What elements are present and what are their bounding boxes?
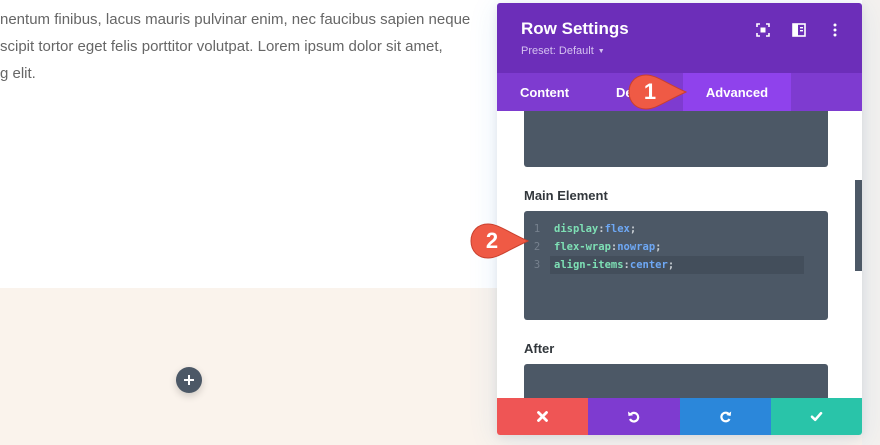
body-text-line: g elit.	[0, 65, 36, 82]
add-row-button[interactable]	[176, 367, 202, 393]
row-settings-modal: Row Settings Preset: Default ▼	[497, 3, 862, 435]
callout-badge-1: 1	[628, 74, 690, 110]
split-view-icon	[792, 23, 806, 37]
save-button[interactable]	[770, 398, 862, 435]
code-text: display:flex;	[554, 223, 637, 235]
fullscreen-icon	[756, 23, 770, 37]
body-paragraph: nentum finibus, lacus mauris pulvinar en…	[0, 6, 500, 87]
code-line: 2 flex-wrap:nowrap;	[524, 238, 828, 256]
code-line: 1 display:flex;	[524, 220, 828, 238]
tab-design[interactable]: De	[616, 84, 633, 100]
modal-title: Row Settings	[521, 19, 629, 38]
section-label-main-element: Main Element	[524, 188, 608, 203]
more-options-button[interactable]	[826, 21, 844, 39]
code-text: align-items:center;	[554, 259, 675, 271]
modal-header[interactable]: Row Settings Preset: Default ▼	[497, 3, 862, 73]
line-number: 3	[533, 259, 541, 271]
fullscreen-button[interactable]	[754, 21, 772, 39]
modal-scrollbar[interactable]	[855, 180, 862, 271]
page-edge	[862, 0, 880, 445]
code-text: flex-wrap:nowrap;	[554, 241, 662, 253]
header-toolbar	[754, 21, 844, 39]
callout-number: 2	[485, 228, 499, 253]
split-view-button[interactable]	[790, 21, 808, 39]
callout-pointer-icon	[470, 223, 530, 259]
undo-icon	[628, 411, 640, 423]
tab-content[interactable]: Content	[519, 84, 570, 100]
css-editor-after[interactable]	[524, 364, 828, 401]
settings-tabs: Content De Advanced	[497, 73, 862, 111]
code-line-active: 3 align-items:center;	[524, 256, 828, 274]
preset-label: Preset: Default	[521, 45, 594, 57]
css-editor-main-element[interactable]: 1 display:flex; 2 flex-wrap:nowrap; 3 al…	[524, 211, 828, 320]
callout-badge-2: 2	[470, 223, 532, 259]
modal-body: Main Element 1 display:flex; 2 flex-wrap…	[497, 111, 862, 401]
checkmark-icon	[810, 411, 823, 422]
css-editor-before[interactable]	[524, 111, 828, 167]
line-number: 2	[533, 241, 541, 253]
redo-button[interactable]	[679, 398, 771, 435]
body-text-line: nentum finibus, lacus mauris pulvinar en…	[0, 11, 471, 28]
caret-down-icon: ▼	[597, 47, 605, 55]
tab-advanced[interactable]: Advanced	[683, 73, 791, 111]
undo-button[interactable]	[588, 398, 680, 435]
section-label-after: After	[524, 341, 555, 356]
preset-dropdown[interactable]: Preset: Default ▼	[521, 45, 605, 57]
plus-icon	[184, 375, 194, 385]
callout-pointer-icon	[628, 74, 688, 110]
body-text-line: scipit tortor eget felis porttitor volut…	[0, 38, 443, 55]
callout-number: 1	[643, 79, 657, 104]
discard-button[interactable]	[497, 398, 589, 435]
line-number: 1	[533, 223, 541, 235]
more-options-icon	[833, 23, 837, 37]
redo-icon	[719, 411, 731, 423]
modal-footer	[497, 398, 862, 435]
close-icon	[537, 411, 549, 422]
